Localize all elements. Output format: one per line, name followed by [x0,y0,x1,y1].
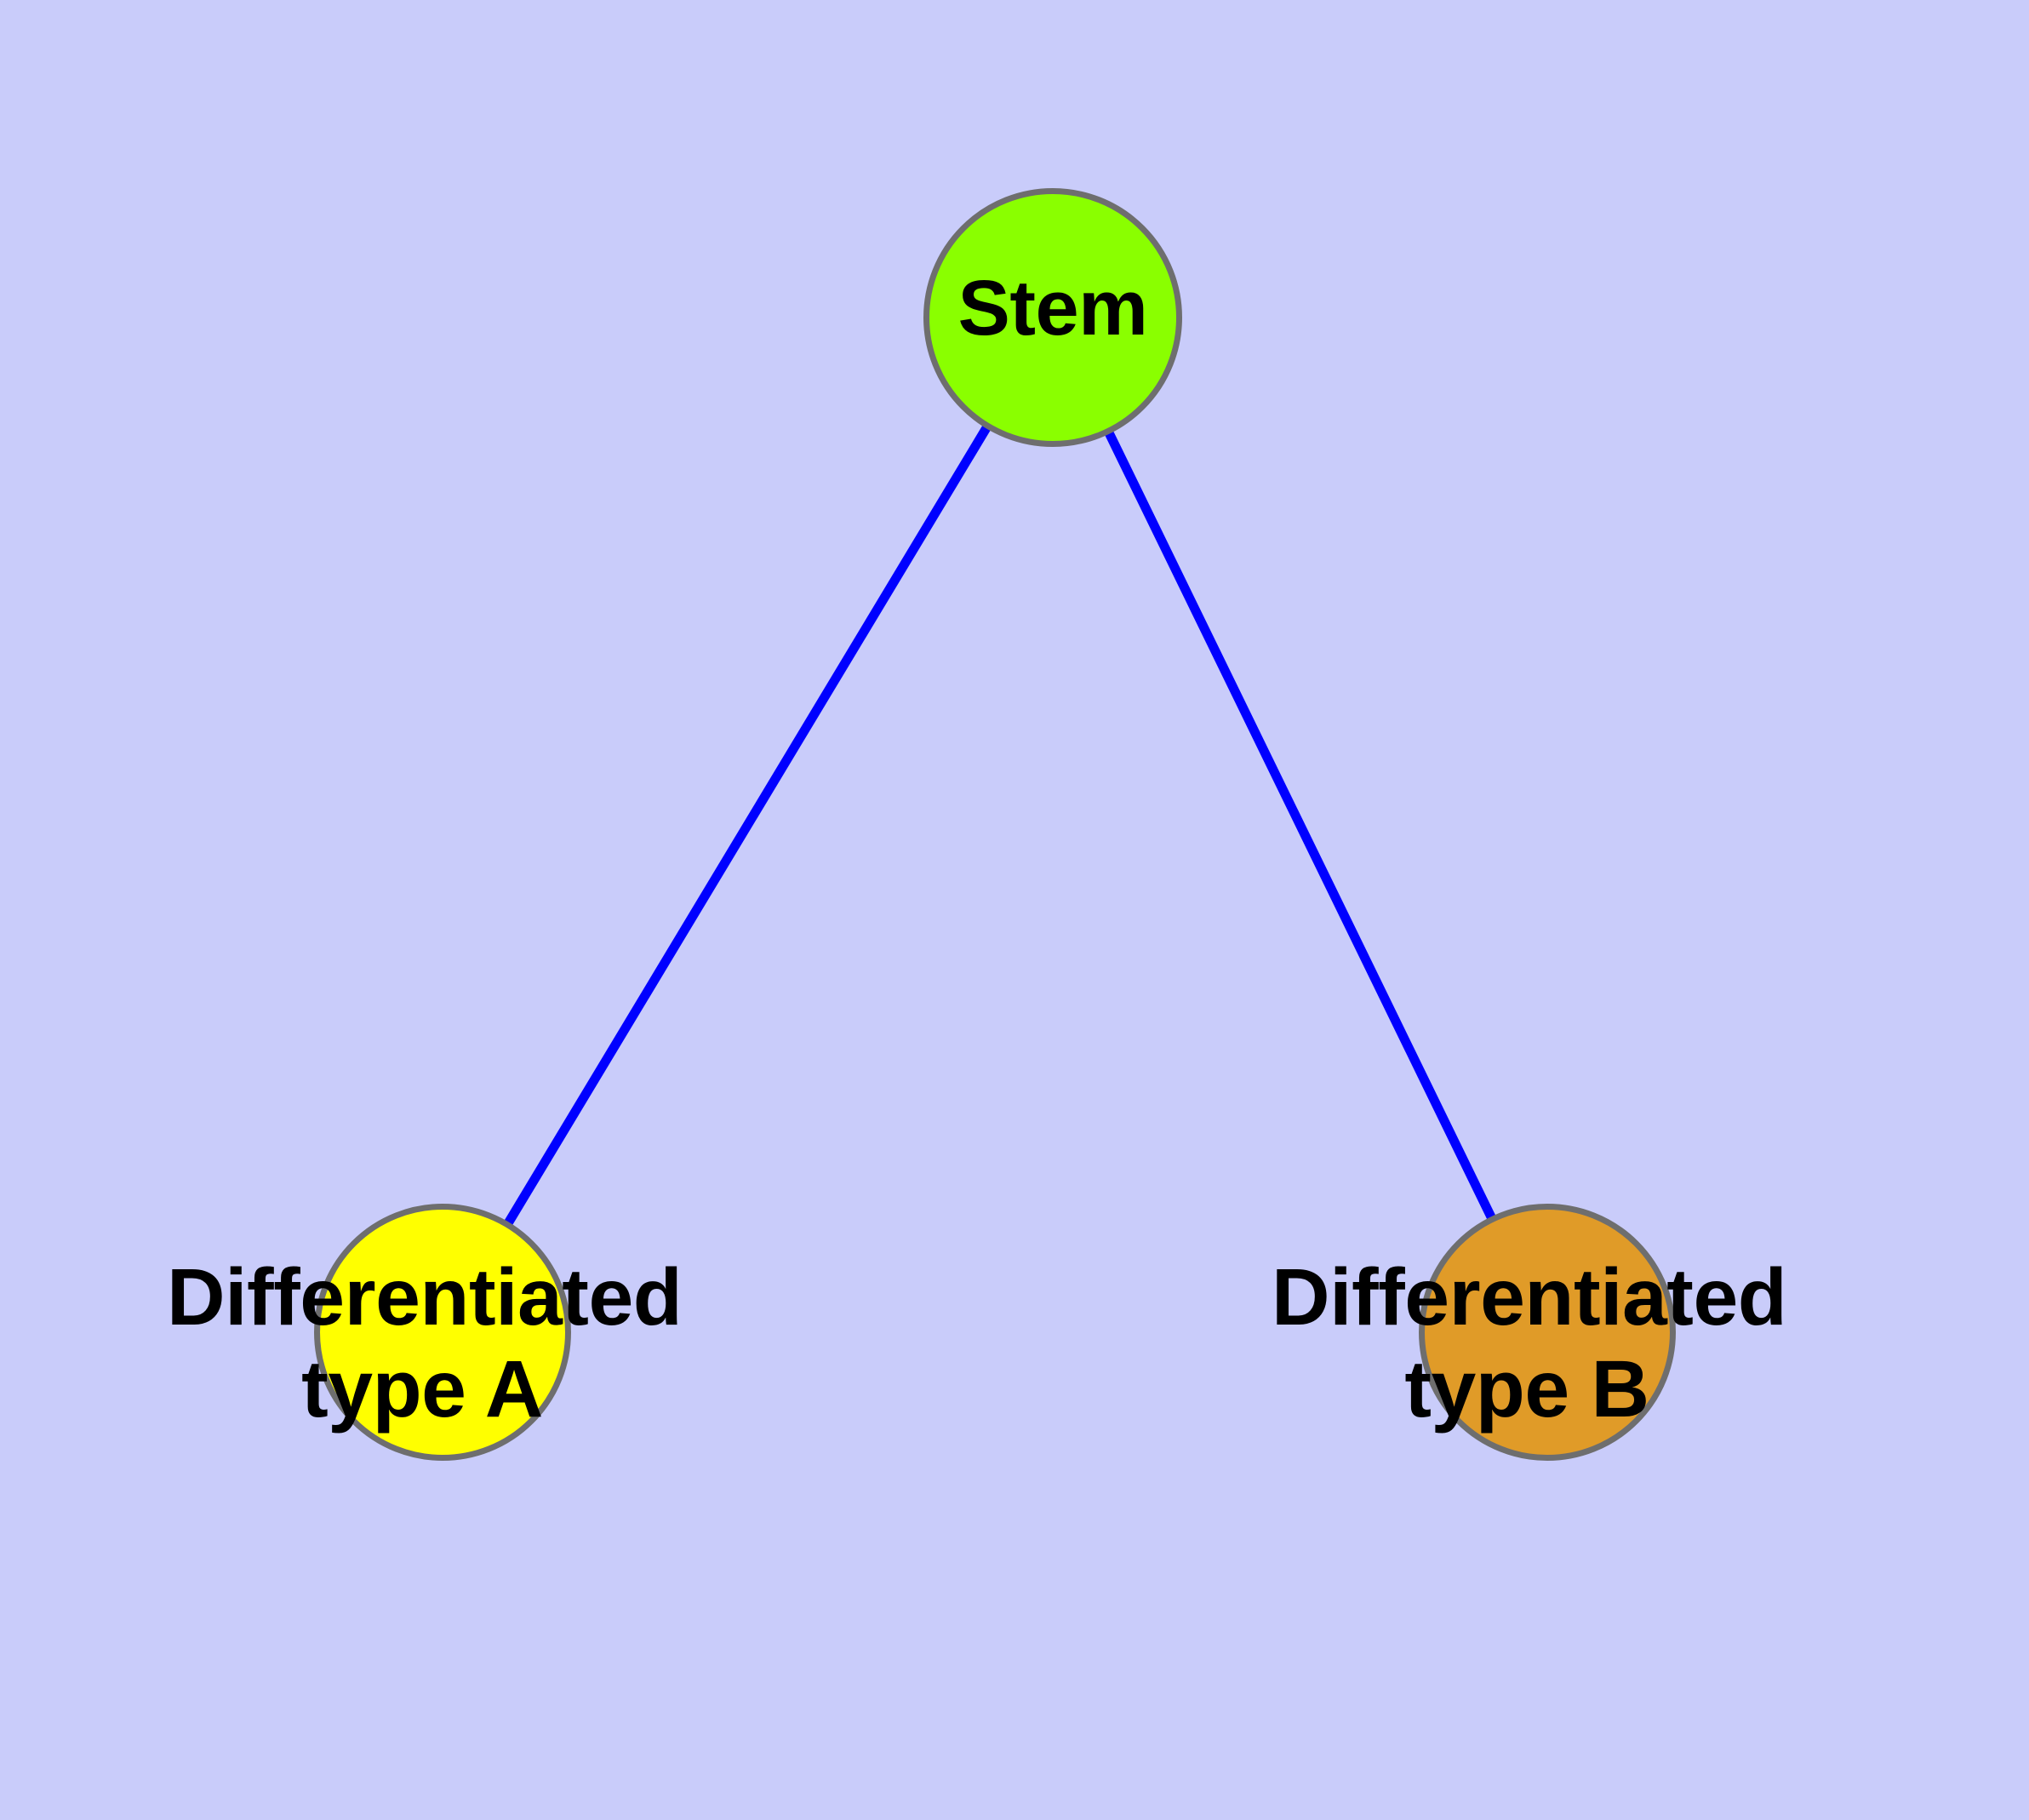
node-differentiated-type-b[interactable] [1419,1204,1676,1461]
edge-stem-to-differentiated-type-b [1049,315,1552,1335]
node-differentiated-type-a[interactable] [314,1204,571,1461]
node-stem[interactable] [923,188,1182,447]
edge-stem-to-differentiated-type-a [438,315,1057,1335]
